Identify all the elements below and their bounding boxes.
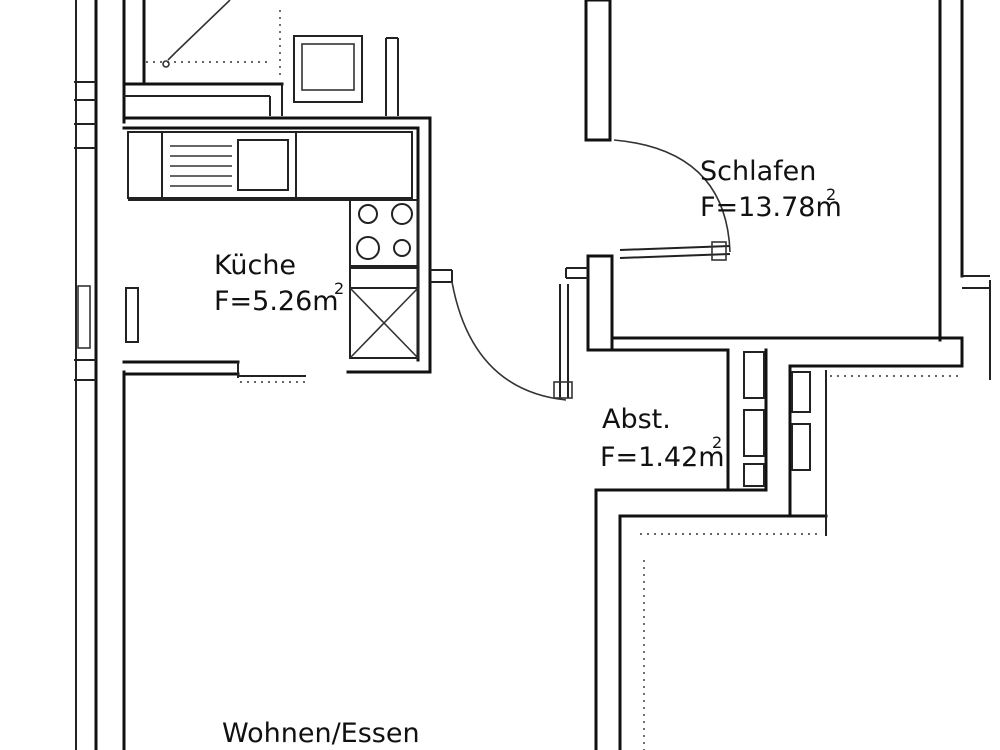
area-exponent-kueche: 2 (334, 279, 344, 298)
area-exponent-abst: 2 (712, 433, 722, 452)
room-area-kueche: F=5.26m (214, 286, 339, 317)
room-label-kueche: Küche F=5.26m 2 (214, 250, 344, 317)
bedroom-door-icon (613, 139, 731, 261)
west-exterior-wall (75, 0, 126, 750)
storage-walls (594, 348, 828, 750)
hallway-door-icon (553, 284, 573, 399)
room-name-kueche: Küche (214, 250, 296, 281)
kitchen-counter (127, 131, 413, 201)
room-area-schlafen: F=13.78m (700, 192, 842, 223)
room-name-wohnen: Wohnen/Essen (222, 718, 420, 749)
dashed-lines (640, 375, 960, 750)
room-label-wohnen: Wohnen/Essen (222, 718, 420, 749)
kitchen-door-icon (451, 281, 567, 401)
room-name-schlafen: Schlafen (700, 156, 816, 187)
kitchen-radiator (125, 287, 139, 343)
washbasin-icon (293, 35, 399, 116)
fridge-icon (349, 267, 419, 359)
sink-icon (170, 139, 289, 191)
area-exponent-schlafen: 2 (826, 185, 836, 204)
stove-icon (349, 199, 419, 267)
west-window (74, 81, 96, 381)
bedroom-walls (565, 0, 991, 380)
room-label-schlafen: Schlafen F=13.78m 2 (700, 156, 842, 223)
bathroom-fragment (122, 0, 284, 116)
room-area-abst: F=1.42m (600, 442, 725, 473)
room-label-abst: Abst. F=1.42m 2 (600, 404, 725, 473)
room-name-abst: Abst. (602, 404, 671, 435)
